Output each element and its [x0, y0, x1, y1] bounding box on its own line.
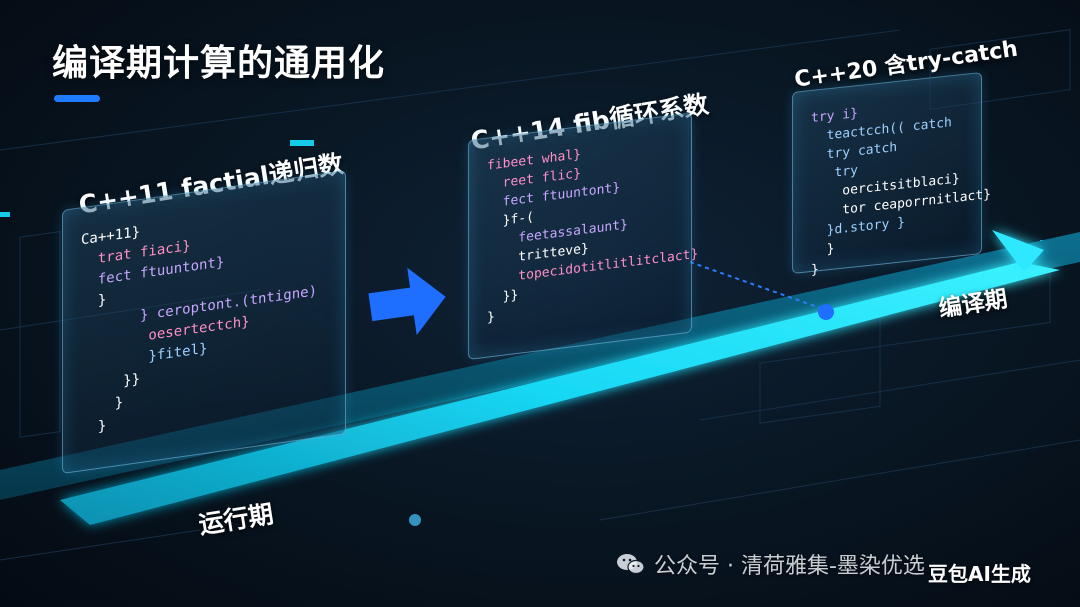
code-line: } [81, 291, 107, 312]
code-panel-cpp20: try i} teactcch(( catch try catch try oe… [792, 72, 991, 278]
track-end-arrow-icon [992, 230, 1044, 272]
code-line: }} [81, 371, 141, 396]
watermark: 公众号 · 清荷雅集-墨染优选 [616, 548, 925, 582]
code-panel-cpp14: fibeet whal} reet flic} fect ftuuntont} … [468, 112, 698, 360]
code-line: } [487, 309, 495, 326]
code-line: } [811, 241, 835, 260]
code-block-cpp14: fibeet whal} reet flic} fect ftuuntont} … [487, 131, 698, 328]
code-line: Ca++11} [81, 224, 141, 249]
code-block-cpp20: try i} teactcch(( catch try catch try oe… [811, 90, 991, 280]
title-underline [54, 95, 100, 102]
code-line: } [811, 262, 819, 279]
code-block-cpp11: Ca++11} trat fiaci} fect ftuuntont} } } … [81, 197, 317, 440]
wechat-icon [616, 552, 646, 582]
code-panel-cpp11: Ca++11} trat fiaci} fect ftuuntont} } } … [62, 170, 346, 474]
ai-generated-badge: 豆包AI生成 [928, 562, 1031, 586]
code-line: }f-( [487, 209, 534, 231]
watermark-text: 公众号 · 清荷雅集-墨染优选 [654, 554, 925, 579]
page-title: 编译期计算的通用化 [52, 43, 386, 84]
code-line: }} [487, 287, 519, 307]
code-line: } [81, 417, 107, 438]
code-line: try i} [811, 106, 858, 127]
arrow-icon [368, 267, 446, 336]
code-line: } [81, 394, 124, 417]
code-line: try [811, 163, 858, 184]
